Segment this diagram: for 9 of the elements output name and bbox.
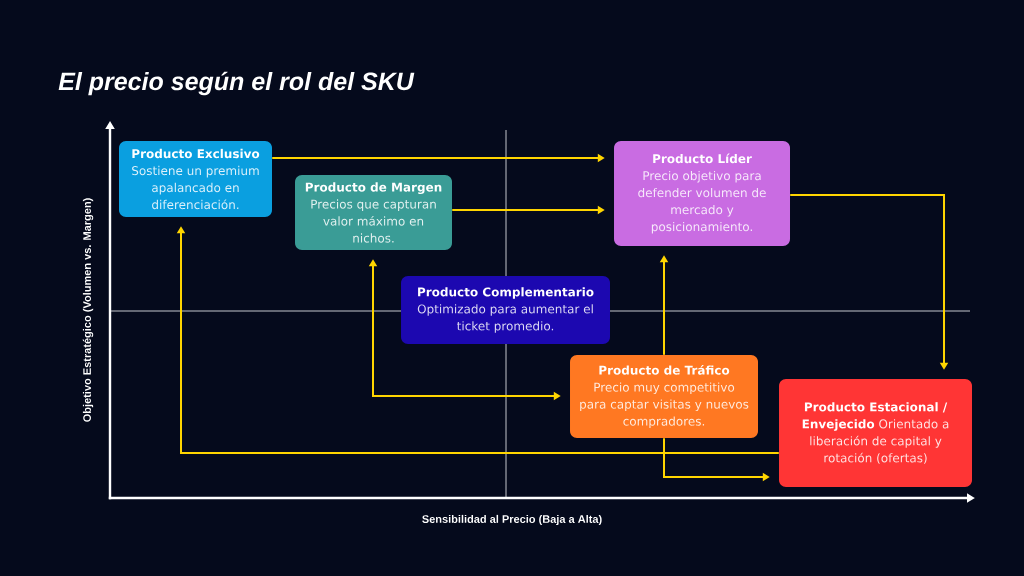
process-box: Producto Complementario Optimizado para aumentar el ticket promedio. [401,276,610,344]
title: El precio según el rol del SKU [58,71,415,96]
process-box: Producto Líder Precio objetivo para defender volumen de mercado y posicionamiento. [614,141,790,246]
process-box: Producto de Tráfico Precio muy competitivo para captar visitas y nuevos compradores. [570,355,758,438]
process-box: Producto Estacional / Envejecido Orientado a liberación de capital y rotación (ofertas) [779,379,972,487]
axis-label: Sensibilidad al Precio (Baja a Alta) [422,514,602,526]
axis-label: Objetivo Estratégico (Volumen vs. Margen) [82,198,94,422]
process-box: Producto de Margen Precios que capturan valor máximo en nichos. [295,175,452,250]
process-box: Producto Exclusivo Sostiene un premium apalancado en diferenciación. [119,141,272,217]
